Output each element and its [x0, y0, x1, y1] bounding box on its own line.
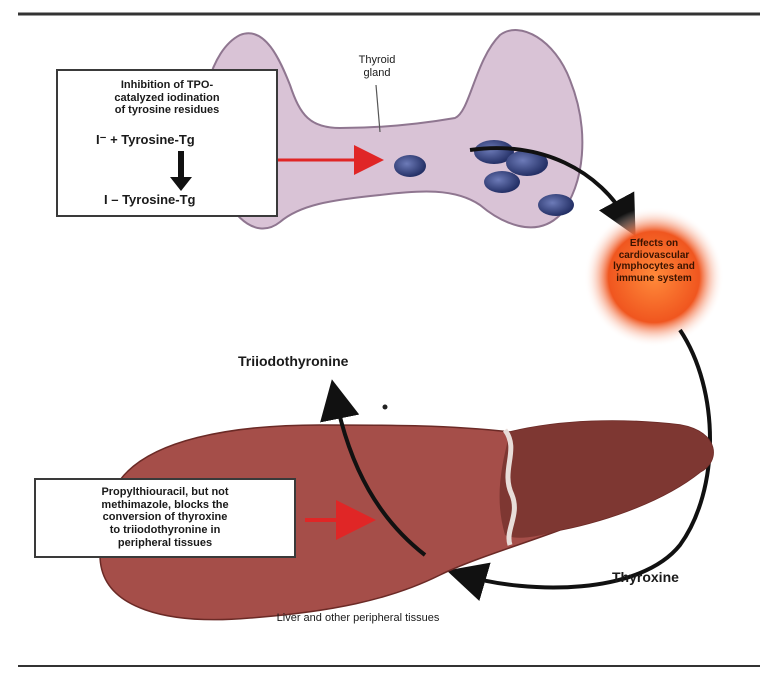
thyroid-label-line2: gland [346, 67, 408, 80]
liver-label-line2: peripheral tissues [353, 612, 439, 624]
ptu-line2: methimazole, blocks the [36, 499, 294, 512]
reaction-bottom: I – Tyrosine-Tg [104, 193, 196, 208]
ptu-box: Propylthiouracil, but not methimazole, b… [34, 478, 296, 558]
ptu-line1: Propylthiouracil, but not [36, 486, 294, 499]
thyroid-label-pointer [376, 85, 380, 132]
speck [383, 405, 388, 410]
effects-line5: system [657, 273, 691, 284]
liver-right-lobe [500, 421, 714, 538]
tpo-line2: catalyzed iodination [58, 92, 276, 105]
ptu-line3: conversion of thyroxine [36, 511, 294, 524]
ptu-line4: to triiodothyronine in [36, 524, 294, 537]
effects-line3: lymphocytes [613, 261, 674, 272]
triiodothyronine-label: Triiodothyronine [238, 353, 348, 369]
tpo-box-text: Inhibition of TPO- catalyzed iodination … [58, 79, 276, 117]
effects-label: Effects on cardiovascular lymphocytes an… [604, 238, 704, 284]
follicle-cell [538, 194, 574, 216]
effects-line1: Effects on [630, 238, 678, 249]
follicle-cell [394, 155, 426, 177]
thyroid-gland-label: Thyroid gland [346, 54, 408, 79]
tpo-line3: of tyrosine residues [58, 104, 276, 117]
liver-label: Liver and other peripheral tissues [268, 612, 448, 625]
effects-line2: cardiovascular [619, 250, 690, 261]
tpo-line1: Inhibition of TPO- [58, 79, 276, 92]
tpo-inhibition-box: Inhibition of TPO- catalyzed iodination … [56, 69, 278, 217]
liver-label-line1: Liver and other [277, 612, 350, 624]
reaction-down-arrow [166, 149, 196, 193]
thyroxine-label: Thyroxine [612, 569, 679, 585]
ptu-line5: peripheral tissues [36, 537, 294, 550]
reaction-top: I⁻ + Tyrosine-Tg [96, 133, 195, 148]
ptu-box-text: Propylthiouracil, but not methimazole, b… [36, 486, 294, 549]
thyroid-label-line1: Thyroid [346, 54, 408, 67]
follicle-cell [484, 171, 520, 193]
